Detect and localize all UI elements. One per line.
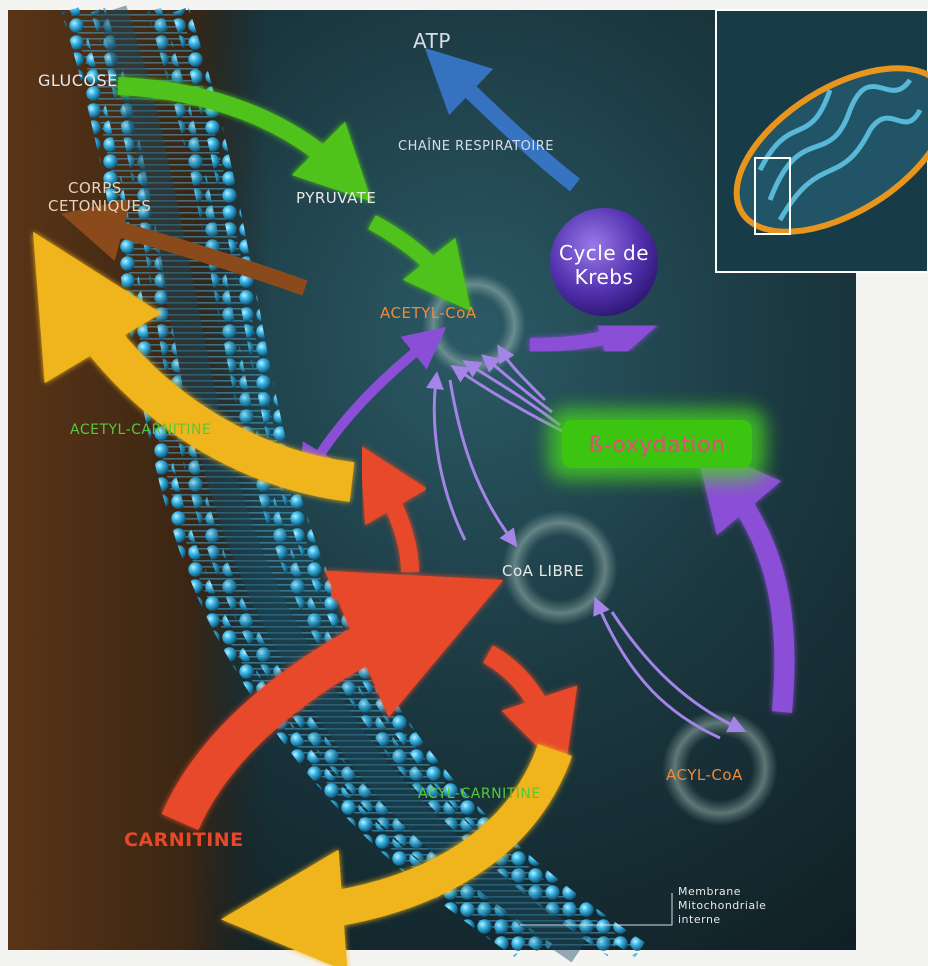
mitochondrion-inset xyxy=(709,10,928,272)
label-interne: interne xyxy=(678,913,721,926)
label-coa-libre: CoA LIBRE xyxy=(502,562,584,580)
label-acetyl-coa: ACETYL-CoA xyxy=(380,304,477,322)
label-krebs-line1: Cycle de xyxy=(559,241,649,265)
label-membrane: Membrane xyxy=(678,885,741,898)
label-mitochondriale: Mitochondriale xyxy=(678,899,766,912)
label-corps: CORPS xyxy=(68,179,122,197)
label-krebs-line2: Krebs xyxy=(575,265,634,289)
label-atp: ATP xyxy=(413,29,451,53)
label-acyl-coa: ACYL-CoA xyxy=(666,766,743,784)
label-glucose: GLUCOSE xyxy=(38,71,118,90)
label-cetoniques: CETONIQUES xyxy=(48,197,151,215)
label-acetyl-carnitine: ACETYL-CARNITINE xyxy=(70,422,211,438)
label-carnitine-outer: CARNITINE xyxy=(124,829,244,851)
label-carnitine-inner: CARNITINE xyxy=(330,583,450,605)
label-chaine-respiratoire: CHAÎNE RESPIRATOIRE xyxy=(398,138,554,154)
label-pyruvate: PYRUVATE xyxy=(296,189,376,207)
label-beta-oxydation: ß-oxydation xyxy=(589,433,726,458)
label-acyl-carnitine: ACYL-CARNITINE xyxy=(418,786,541,802)
